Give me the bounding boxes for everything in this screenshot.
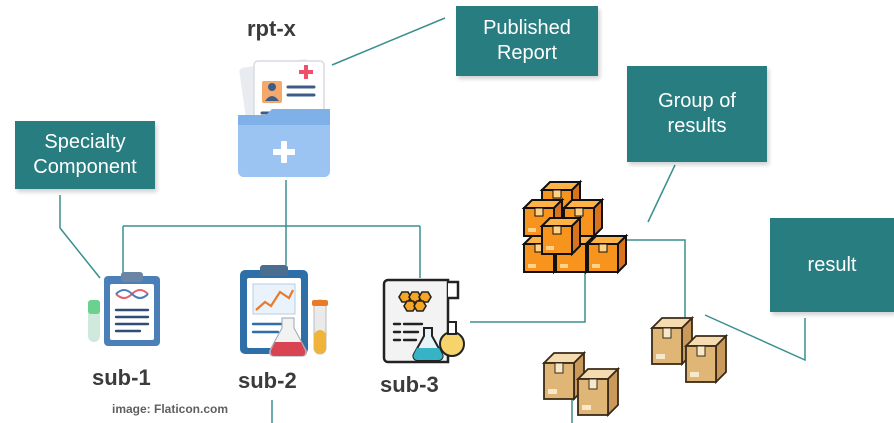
group-to-results: [625, 239, 686, 318]
image-credit: image: Flaticon.com: [112, 402, 229, 416]
callout-line-specialty-diag: [59, 227, 101, 279]
callout-line-group: [647, 164, 676, 223]
specialty-component-callout: Specialty Component: [15, 121, 155, 189]
cardboard-boxes-icon: [543, 352, 619, 416]
medical-report-folder-icon: [238, 59, 330, 177]
published-report-callout: Published Report: [456, 6, 598, 76]
group-of-results-callout: Group of results: [627, 66, 767, 162]
callout-line-result: [704, 314, 806, 362]
sub-2-label: sub-2: [238, 368, 297, 393]
lab-report-flasks-icon: [382, 278, 465, 364]
clipboard-dna-icon: [88, 272, 160, 346]
cardboard-boxes-icon: [651, 317, 727, 383]
sub-3-label: sub-3: [380, 372, 439, 397]
sub-1-label: sub-1: [92, 365, 151, 390]
clipboard-chart-flask-icon: [240, 265, 328, 357]
stacked-orange-boxes-icon: [523, 181, 627, 273]
callout-line-published: [331, 17, 446, 66]
sub-3-to-group: [470, 272, 586, 323]
root-label: rpt-x: [247, 16, 296, 41]
result-callout: result: [770, 218, 894, 312]
